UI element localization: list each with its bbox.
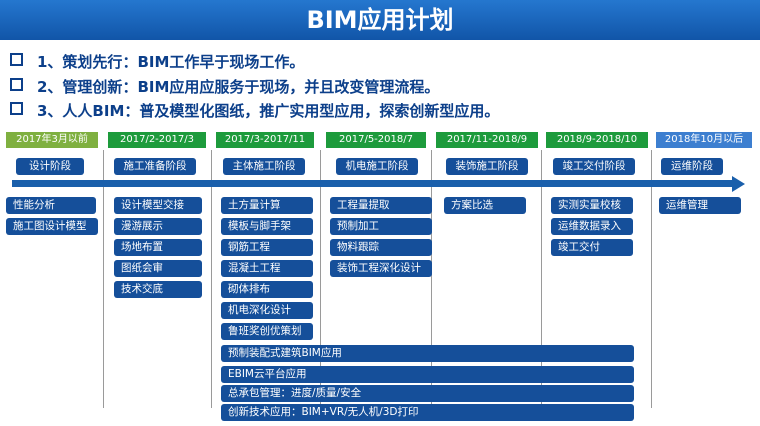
column-divider	[320, 150, 321, 408]
task-item: 场地布置	[114, 239, 202, 256]
timeline-arrow	[12, 180, 734, 187]
task-item: 图纸会审	[114, 260, 202, 277]
stage-label: 运维阶段	[661, 158, 723, 175]
checkbox-square-icon	[10, 78, 23, 91]
task-item: 鲁班奖创优策划	[221, 323, 313, 340]
task-item: 实测实量校核	[551, 197, 633, 214]
phase-header: 2017/3-2017/11	[216, 132, 314, 148]
column-divider	[431, 150, 432, 408]
stage-label: 设计阶段	[16, 158, 84, 175]
task-item: 方案比选	[444, 197, 526, 214]
task-item: 性能分析	[6, 197, 96, 214]
stage-label: 竣工交付阶段	[553, 158, 635, 175]
column-divider	[541, 150, 542, 408]
task-item: 土方量计算	[221, 197, 313, 214]
task-item: 漫游展示	[114, 218, 202, 235]
stage-label: 主体施工阶段	[223, 158, 305, 175]
phase-header: 2017年3月以前	[6, 132, 98, 148]
page-title: BIM应用计划	[306, 6, 454, 34]
task-item: 混凝土工程	[221, 260, 313, 277]
task-item: 工程量提取	[330, 197, 432, 214]
stage-label: 机电施工阶段	[336, 158, 418, 175]
bullet-item: 1、策划先行：BIM工作早于现场工作。	[10, 52, 304, 72]
task-item: 装饰工程深化设计	[330, 260, 432, 277]
column-divider	[651, 150, 652, 408]
checkbox-square-icon	[10, 53, 23, 66]
title-bar	[0, 0, 760, 40]
phase-header: 2017/2-2017/3	[108, 132, 206, 148]
phase-header: 2018年10月以后	[656, 132, 752, 148]
cross-phase-bar: EBIM云平台应用	[221, 366, 634, 383]
task-item: 设计模型交接	[114, 197, 202, 214]
column-divider	[211, 150, 212, 408]
bullet-text: 1、策划先行：BIM工作早于现场工作。	[37, 53, 305, 71]
stage-label: 施工准备阶段	[114, 158, 196, 175]
bullet-item: 2、管理创新：BIM应用应服务于现场，并且改变管理流程。	[10, 77, 439, 97]
task-item: 竣工交付	[551, 239, 633, 256]
phase-header: 2017/5-2018/7	[326, 132, 426, 148]
checkbox-square-icon	[10, 102, 23, 115]
phase-header: 2018/9-2018/10	[546, 132, 648, 148]
task-item: 预制加工	[330, 218, 432, 235]
bullet-item: 3、人人BIM：普及模型化图纸，推广实用型应用，探索创新型应用。	[10, 101, 499, 121]
cross-phase-bar: 总承包管理：进度/质量/安全	[221, 385, 634, 402]
task-item: 施工图设计模型	[6, 218, 98, 235]
task-item: 钢筋工程	[221, 239, 313, 256]
cross-phase-bar: 预制装配式建筑BIM应用	[221, 345, 634, 362]
bullet-text: 3、人人BIM：普及模型化图纸，推广实用型应用，探索创新型应用。	[37, 102, 500, 120]
phase-header: 2017/11-2018/9	[436, 132, 538, 148]
column-divider	[103, 150, 104, 408]
task-item: 物料跟踪	[330, 239, 432, 256]
arrow-right-icon	[732, 176, 745, 192]
bullet-text: 2、管理创新：BIM应用应服务于现场，并且改变管理流程。	[37, 78, 440, 96]
task-item: 机电深化设计	[221, 302, 313, 319]
task-item: 运维数据录入	[551, 218, 633, 235]
cross-phase-bar: 创新技术应用：BIM+VR/无人机/3D打印	[221, 404, 634, 421]
task-item: 运维管理	[659, 197, 741, 214]
task-item: 模板与脚手架	[221, 218, 313, 235]
task-item: 技术交底	[114, 281, 202, 298]
stage-label: 装饰施工阶段	[446, 158, 528, 175]
task-item: 砌体排布	[221, 281, 313, 298]
